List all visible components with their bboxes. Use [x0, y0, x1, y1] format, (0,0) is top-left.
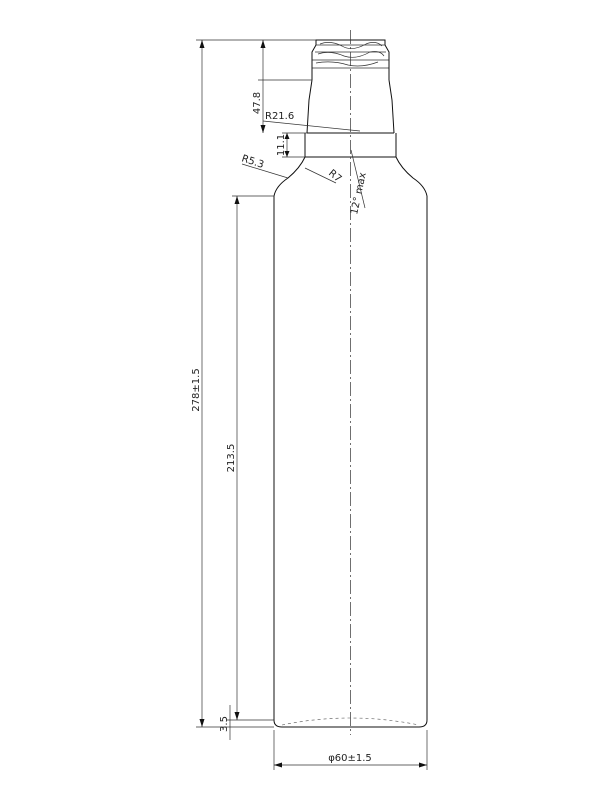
neck-ring-label: 11.1 [276, 134, 287, 156]
body-height-label: 213.5 [226, 444, 237, 473]
total-height-label: 278±1.5 [191, 368, 202, 411]
extension-lines [196, 39, 428, 770]
shoulder-radius-label: R5.3 [240, 153, 265, 171]
base-offset-label: 3.5 [219, 716, 230, 732]
diameter-label: φ60±1.5 [328, 753, 372, 764]
neck-radius-label: R21.6 [265, 111, 294, 122]
dimension-labels: 278±1.5 213.5 3.5 47.8 11.1 R21.6 R5.3 R… [191, 92, 372, 764]
fillet-radius-label: R7 [326, 168, 343, 185]
dimension-lines [199, 40, 427, 768]
angle-label: 12° max [349, 171, 369, 215]
neck-height-label: 47.8 [252, 92, 263, 114]
